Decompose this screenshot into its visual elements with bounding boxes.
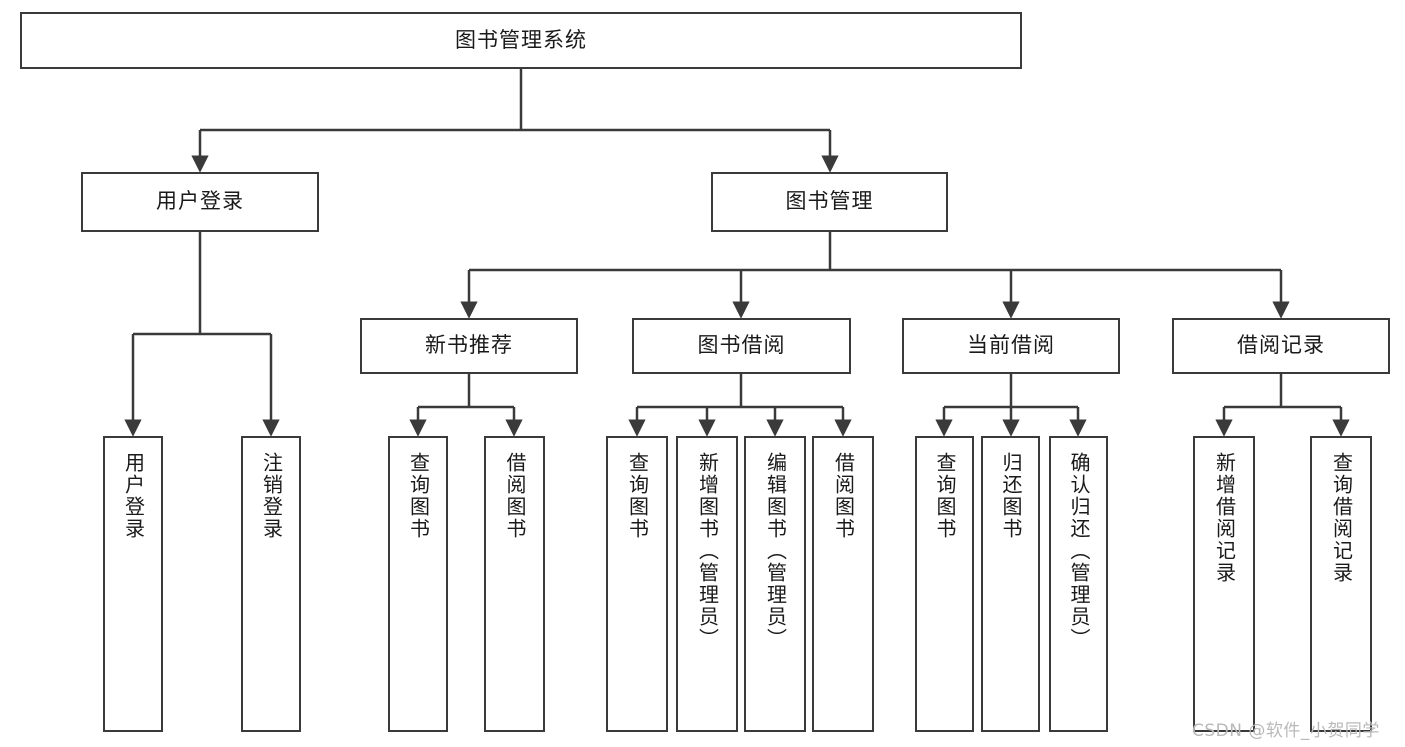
node-leaf-edit-book[interactable]: 编辑图书（管理员） [744,436,806,732]
node-borrow-record[interactable]: 借阅记录 [1172,318,1390,374]
node-leaf-query-record-label: 查询借阅记录 [1329,452,1354,584]
node-leaf-return-book[interactable]: 归还图书 [981,436,1040,732]
node-leaf-user-login-label: 用户登录 [121,452,146,540]
node-leaf-borrow-book-1[interactable]: 借阅图书 [484,436,545,732]
node-leaf-edit-book-label: 编辑图书（管理员） [763,452,788,650]
node-book-borrow-label: 图书借阅 [697,333,786,358]
node-book-borrow[interactable]: 图书借阅 [632,318,851,374]
node-leaf-borrow-book-2[interactable]: 借阅图书 [812,436,874,732]
node-root-label: 图书管理系统 [455,27,587,52]
node-leaf-add-record-label: 新增借阅记录 [1212,452,1237,584]
node-leaf-query-book-3[interactable]: 查询图书 [915,436,974,732]
node-leaf-confirm-return-label: 确认归还（管理员） [1067,452,1091,650]
node-leaf-borrow-book-2-label: 借阅图书 [831,452,856,540]
node-current-borrow-label: 当前借阅 [967,333,1055,358]
node-book-manage[interactable]: 图书管理 [711,172,948,232]
node-leaf-user-logout[interactable]: 注销登录 [241,436,301,732]
node-current-borrow[interactable]: 当前借阅 [902,318,1120,374]
node-new-book-recommend[interactable]: 新书推荐 [360,318,578,374]
node-leaf-query-book-1[interactable]: 查询图书 [388,436,448,732]
node-leaf-query-book-1-label: 查询图书 [406,452,431,540]
node-leaf-return-book-label: 归还图书 [999,452,1023,540]
node-user-login[interactable]: 用户登录 [81,172,319,232]
node-leaf-query-book-2[interactable]: 查询图书 [606,436,668,732]
node-leaf-confirm-return[interactable]: 确认归还（管理员） [1049,436,1108,732]
node-leaf-query-book-2-label: 查询图书 [625,452,650,540]
node-leaf-query-book-3-label: 查询图书 [933,452,957,540]
node-leaf-user-logout-label: 注销登录 [259,452,284,540]
node-borrow-record-label: 借阅记录 [1237,333,1325,358]
node-leaf-query-record[interactable]: 查询借阅记录 [1310,436,1372,732]
csdn-watermark: CSDN @软件_小贺同学 [1192,721,1380,741]
node-user-login-label: 用户登录 [156,189,244,214]
node-root[interactable]: 图书管理系统 [20,12,1022,69]
node-leaf-borrow-book-1-label: 借阅图书 [503,452,527,540]
node-leaf-user-login[interactable]: 用户登录 [103,436,163,732]
node-leaf-add-record[interactable]: 新增借阅记录 [1193,436,1255,732]
node-leaf-add-book-label: 新增图书（管理员） [695,452,720,650]
node-book-manage-label: 图书管理 [785,189,874,214]
node-new-book-recommend-label: 新书推荐 [425,333,513,358]
node-leaf-add-book[interactable]: 新增图书（管理员） [676,436,738,732]
